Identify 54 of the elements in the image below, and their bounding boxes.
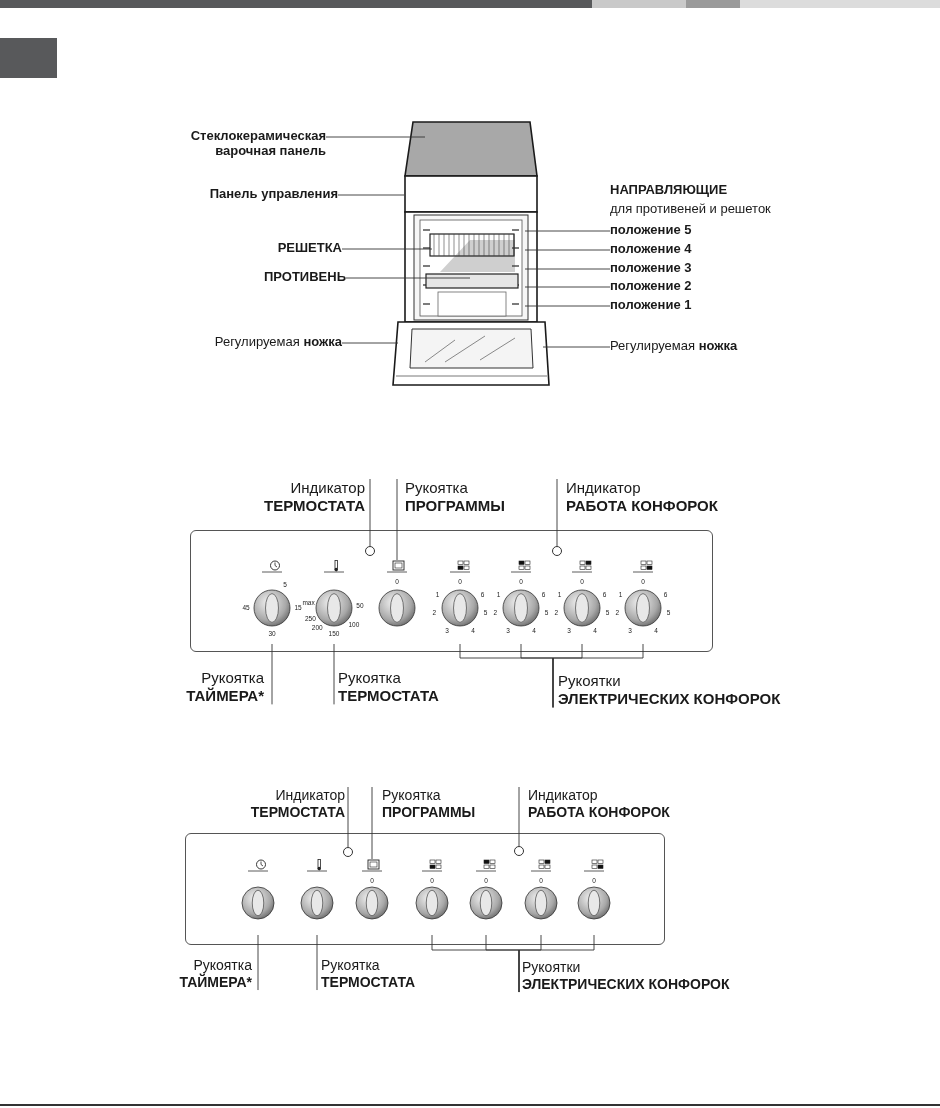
leader-line xyxy=(524,230,611,232)
leader-line xyxy=(524,286,611,288)
callout-label: Индикатор РАБОТА КОНФОРОК xyxy=(566,479,718,515)
leader-line xyxy=(371,786,373,860)
leader-line xyxy=(341,342,399,344)
callout-label: Стеклокерамическая варочная панель xyxy=(156,128,326,159)
callout-label: Рукоятки ЭЛЕКТРИЧЕСКИХ КОНФОРОК xyxy=(558,672,781,708)
callout-label: РЕШЕТКА xyxy=(277,240,342,256)
leader-line xyxy=(345,277,471,279)
callout-label: ПРОТИВЕНЬ xyxy=(263,269,346,285)
callout-label: Рукоятка ТАЙМЕРА* xyxy=(179,957,252,991)
callout-label: Панель управления xyxy=(209,186,338,202)
leader-line xyxy=(524,305,611,307)
callout-label: Регулируемая ножка xyxy=(214,334,342,350)
guide-label: НАПРАВЛЯЮЩИЕ xyxy=(610,182,728,199)
callout-label: Рукоятка ПРОГРАММЫ xyxy=(382,787,476,821)
leader-line xyxy=(369,478,371,547)
indicator-light xyxy=(343,847,353,857)
control-panel xyxy=(190,530,713,652)
leader-line xyxy=(552,643,644,708)
callout-label: Рукоятки ЭЛЕКТРИЧЕСКИХ КОНФОРОК xyxy=(522,959,730,993)
callout-label: Индикатор РАБОТА КОНФОРОК xyxy=(528,787,670,821)
leader-line xyxy=(325,136,426,138)
leader-line xyxy=(337,194,405,196)
callout-label: положение 2 xyxy=(610,278,692,294)
callout-label: положение 3 xyxy=(610,260,692,276)
callout-label: Рукоятка ТЕРМОСТАТА xyxy=(321,957,416,991)
leader-line xyxy=(396,478,398,561)
leader-line xyxy=(316,934,318,991)
leader-line xyxy=(347,786,349,848)
leader-line xyxy=(524,249,611,251)
leader-line xyxy=(556,478,558,547)
leader-line xyxy=(542,346,611,348)
control-panel xyxy=(185,833,665,945)
indicator-light xyxy=(514,846,524,856)
callout-label: Рукоятка ТЕРМОСТАТА xyxy=(338,669,439,705)
callout-label: Рукоятка ТАЙМЕРА* xyxy=(186,669,264,705)
callout-label: положение 1 xyxy=(610,297,692,313)
callout-label: Индикатор ТЕРМОСТАТА xyxy=(264,479,365,515)
callout-label: положение 5 xyxy=(610,222,692,238)
indicator-light xyxy=(552,546,562,556)
leader-line xyxy=(257,934,259,991)
leader-line xyxy=(518,934,595,993)
callout-label: Индикатор ТЕРМОСТАТА xyxy=(250,787,345,821)
leader-line xyxy=(518,786,520,847)
leader-line xyxy=(271,643,273,705)
leader-line xyxy=(341,248,433,250)
leader-line xyxy=(333,643,335,705)
callout-label: Регулируемая ножка xyxy=(610,338,738,354)
guide-label: для противеней и решеток xyxy=(610,201,771,218)
indicator-light xyxy=(365,546,375,556)
callout-label: положение 4 xyxy=(610,241,692,257)
leader-line xyxy=(524,268,611,270)
callout-label: Рукоятка ПРОГРАММЫ xyxy=(405,479,505,515)
